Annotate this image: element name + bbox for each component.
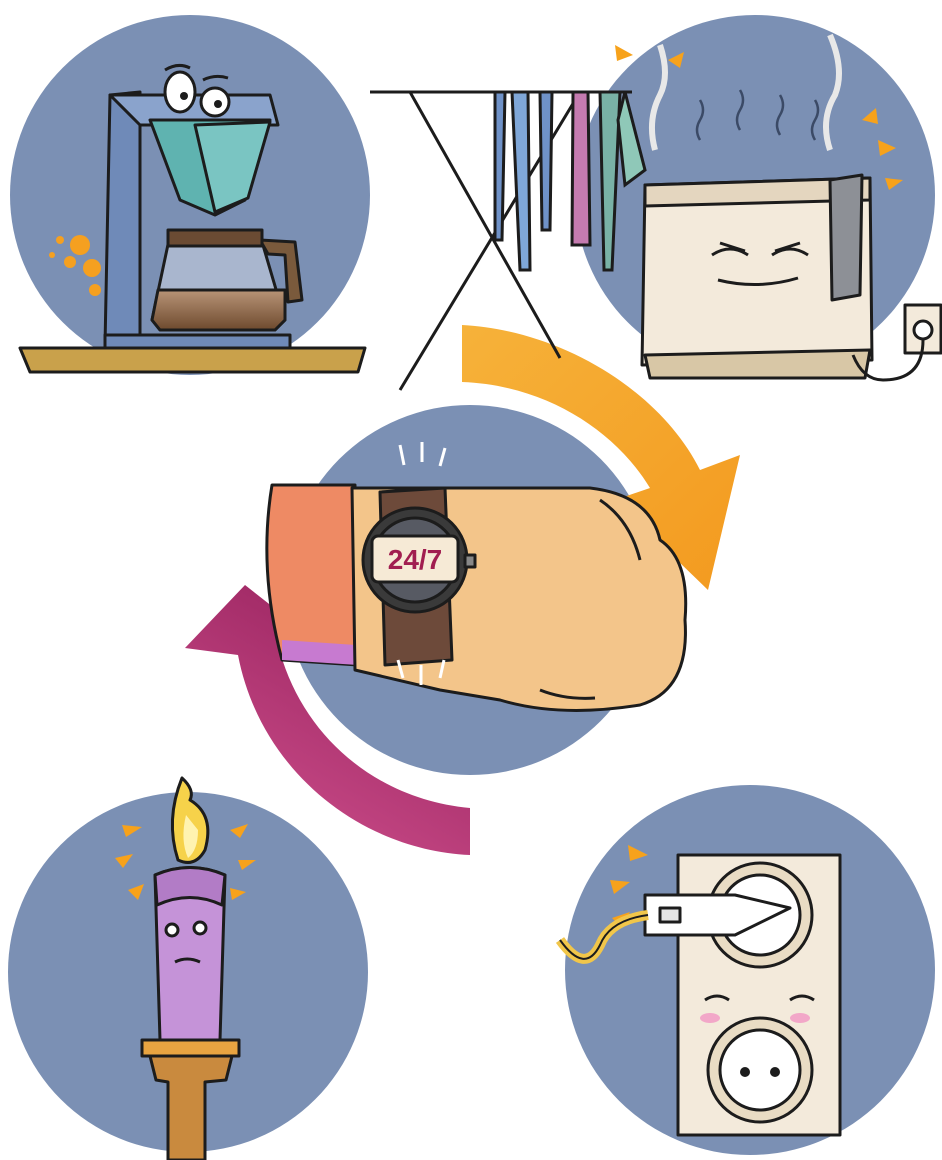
coffee-maker-icon bbox=[18, 63, 367, 374]
heater-icon bbox=[615, 33, 942, 382]
orange-arrow-icon bbox=[462, 325, 740, 590]
watch-label: 24/7 bbox=[388, 544, 443, 575]
magenta-arrow-icon bbox=[185, 585, 470, 855]
candle-icon bbox=[115, 776, 256, 1160]
power-outlet-icon bbox=[555, 845, 842, 1137]
drying-rack-icon bbox=[370, 90, 647, 391]
wristwatch-icon: 24/7 bbox=[265, 442, 688, 712]
